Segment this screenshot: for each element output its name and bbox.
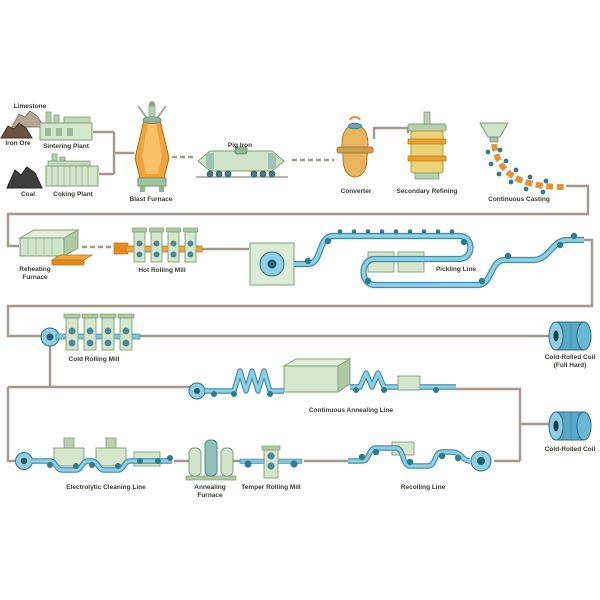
label-electrolytic-cleaning-line: Electrolytic Cleaning Line — [66, 484, 146, 491]
label-continuous-casting: Continuous Casting — [488, 196, 550, 203]
temper-rolling-mill-icon — [239, 445, 303, 479]
continuous-casting-icon — [479, 122, 567, 195]
reheating-furnace-icon — [18, 229, 94, 266]
pickling-to-coldmill-connector — [6, 238, 594, 338]
sintering-plant-icon — [39, 111, 93, 141]
cold-rolling-mill-icon — [40, 313, 141, 351]
label-secondary-refining: Secondary Refining — [396, 188, 458, 195]
limestone-pile-icon — [11, 110, 45, 128]
label-recoiling-line: Recoiling Line — [400, 484, 446, 491]
label-continuous-annealing-line: Continuous Annealing Line — [308, 407, 394, 414]
blast-furnace-icon — [134, 101, 170, 192]
label-coal: Coal — [20, 191, 36, 198]
electrolytic-cleaning-line-icon — [15, 437, 173, 473]
label-temper-rolling-mill: Temper Rolling Mill — [241, 484, 301, 491]
hot-rolling-mill-icon — [113, 227, 203, 263]
label-pickling-line: Pickling Line — [435, 266, 477, 273]
cold-rolled-coil-full-hard-icon — [548, 321, 592, 351]
continuous-annealing-line-icon — [188, 358, 456, 400]
connector-lines — [6, 126, 594, 463]
label-blast-furnace: Blast Furnace — [129, 196, 173, 203]
label-coking-plant: Coking Plant — [53, 191, 93, 198]
converter-refining-connector — [372, 126, 410, 139]
coal-pile-icon — [6, 166, 43, 189]
label-reheating-furnace: Reheating Furnace — [19, 266, 51, 282]
converter-icon — [336, 116, 374, 178]
label-cold-rolled-coil-full-hard: Cold-Rolled Coil (Full Hard) — [544, 354, 596, 370]
label-cold-rolling-mill: Cold Rolling Mill — [68, 356, 120, 363]
label-limestone: Limestone — [13, 103, 47, 110]
recoiling-line-icon — [348, 441, 492, 472]
label-sintering-plant: Sintering Plant — [43, 143, 89, 150]
label-hot-rolling-mill: Hot Rolling Mill — [138, 267, 186, 274]
outlet-to-coil-connector — [456, 387, 549, 463]
raw-material-connector — [93, 130, 134, 176]
pig-iron-torpedo-car-icon — [196, 146, 288, 178]
iron-ore-pile-icon — [0, 122, 33, 139]
cold-rolled-coil-icon — [548, 411, 592, 441]
label-annealing-furnace: Annealing Furnace — [194, 484, 226, 500]
label-cold-rolled-coil: Cold-Rolled Coil — [544, 446, 596, 453]
label-converter: Converter — [340, 188, 372, 195]
secondary-refining-ladle-icon — [407, 111, 447, 180]
dashed-connectors — [82, 155, 334, 249]
casting-to-reheating-connector — [6, 184, 590, 248]
label-pig-iron: Pig Iron — [227, 142, 253, 149]
label-iron-ore: Iron Ore — [5, 140, 31, 147]
annealing-and-cleaning-feed-connector — [6, 385, 190, 463]
pickling-line-icon — [249, 229, 584, 289]
annealing-furnace-icon — [185, 439, 237, 481]
coking-plant-icon — [45, 153, 99, 187]
